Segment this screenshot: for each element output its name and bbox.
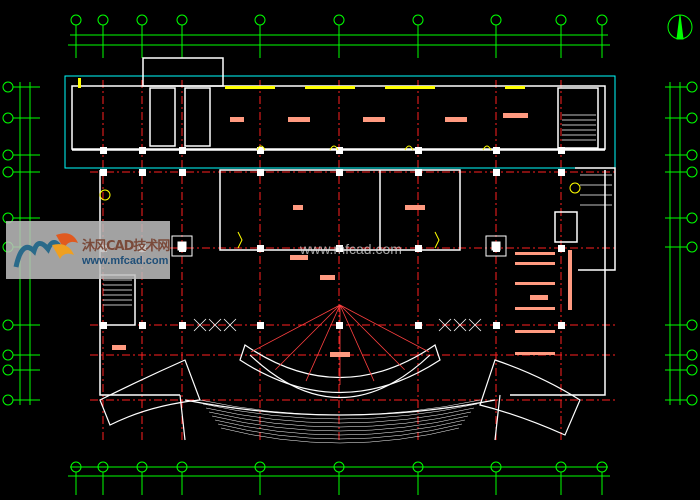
step-line: [217, 423, 463, 440]
axis-bubbles-top: [70, 14, 608, 58]
column: [415, 245, 422, 252]
doors: [99, 145, 581, 249]
x-brace: [208, 318, 222, 332]
axis-bubble: [686, 212, 698, 224]
step-line: [220, 427, 460, 444]
axis-bubble: [686, 166, 698, 178]
axis-bubble: [596, 14, 608, 26]
watermark-site-name: 沐风CAD技术网: [82, 239, 170, 254]
column: [179, 322, 186, 329]
step-line: [214, 419, 466, 436]
step-line: [205, 407, 475, 424]
axis-bubble: [70, 14, 82, 26]
mfcad-logo-icon: [13, 233, 78, 268]
x-brace: [453, 318, 467, 332]
entrance-steps: [199, 399, 481, 444]
column: [415, 169, 422, 176]
axis-bubble: [686, 112, 698, 124]
column: [100, 147, 107, 154]
radial-line: [275, 304, 341, 371]
axis-bubble: [686, 364, 698, 376]
axis-bubble: [333, 14, 345, 26]
column: [558, 322, 565, 329]
radial-layout-lines: [250, 304, 430, 385]
axis-bubble: [176, 14, 188, 26]
step-line: [199, 399, 481, 416]
axis-bubble: [254, 14, 266, 26]
column: [100, 169, 107, 176]
column: [179, 147, 186, 154]
watermark-url: www.mfcad.com: [82, 255, 169, 267]
windows: [78, 78, 525, 89]
column: [139, 322, 146, 329]
x-brace: [223, 318, 237, 332]
axis-bubble: [686, 349, 698, 361]
x-brace: [468, 318, 482, 332]
axis-bubbles-bottom: [70, 461, 608, 495]
column: [415, 322, 422, 329]
axis-bubble: [97, 14, 109, 26]
axis-bubble: [2, 81, 14, 93]
x-brace: [193, 318, 207, 332]
column: [415, 147, 422, 154]
room-labels: [112, 113, 548, 357]
axis-bubble: [136, 14, 148, 26]
x-brace: [438, 318, 452, 332]
column: [139, 147, 146, 154]
axis-bubble: [2, 149, 14, 161]
column: [558, 245, 565, 252]
column: [558, 169, 565, 176]
radial-line: [250, 304, 341, 353]
axis-bubble: [2, 112, 14, 124]
feature-columns: [171, 235, 507, 257]
x-bracing-symbols: [193, 318, 482, 332]
axis-bubbles-right: [665, 81, 698, 406]
axis-bubble: [686, 319, 698, 331]
column: [493, 169, 500, 176]
axis-bubble: [686, 149, 698, 161]
watermark-url-overlay: www.mfcad.com: [300, 241, 402, 257]
column: [100, 322, 107, 329]
watermark-badge: 沐风CAD技术网 www.mfcad.com: [6, 221, 170, 279]
step-line: [211, 415, 469, 432]
radial-line: [339, 304, 405, 371]
step-line: [208, 411, 472, 428]
axis-bubble: [686, 241, 698, 253]
radial-line: [305, 304, 341, 382]
column: [257, 322, 264, 329]
column: [336, 245, 343, 252]
step-line: [202, 403, 478, 420]
axis-bubble: [686, 81, 698, 93]
column: [257, 147, 264, 154]
stairs: [103, 114, 612, 306]
column: [558, 147, 565, 154]
shelves: [515, 250, 572, 355]
column: [493, 147, 500, 154]
walls: [71, 57, 616, 396]
axis-bubble: [686, 394, 698, 406]
north-arrow-icon: [667, 14, 693, 40]
axis-bubble: [2, 364, 14, 376]
axis-bubble: [2, 319, 14, 331]
column: [179, 169, 186, 176]
axis-bubble: [2, 349, 14, 361]
axis-bubble: [490, 14, 502, 26]
axis-bubble: [555, 14, 567, 26]
column: [336, 147, 343, 154]
column: [493, 322, 500, 329]
radial-line: [339, 304, 375, 382]
column: [257, 245, 264, 252]
upper-block-outline: [64, 75, 616, 169]
column: [336, 322, 343, 329]
radial-line: [339, 304, 430, 353]
column: [336, 169, 343, 176]
column: [257, 169, 264, 176]
column: [139, 169, 146, 176]
axis-bubble: [2, 394, 14, 406]
axis-bubble: [2, 166, 14, 178]
axis-bubble: [412, 14, 424, 26]
